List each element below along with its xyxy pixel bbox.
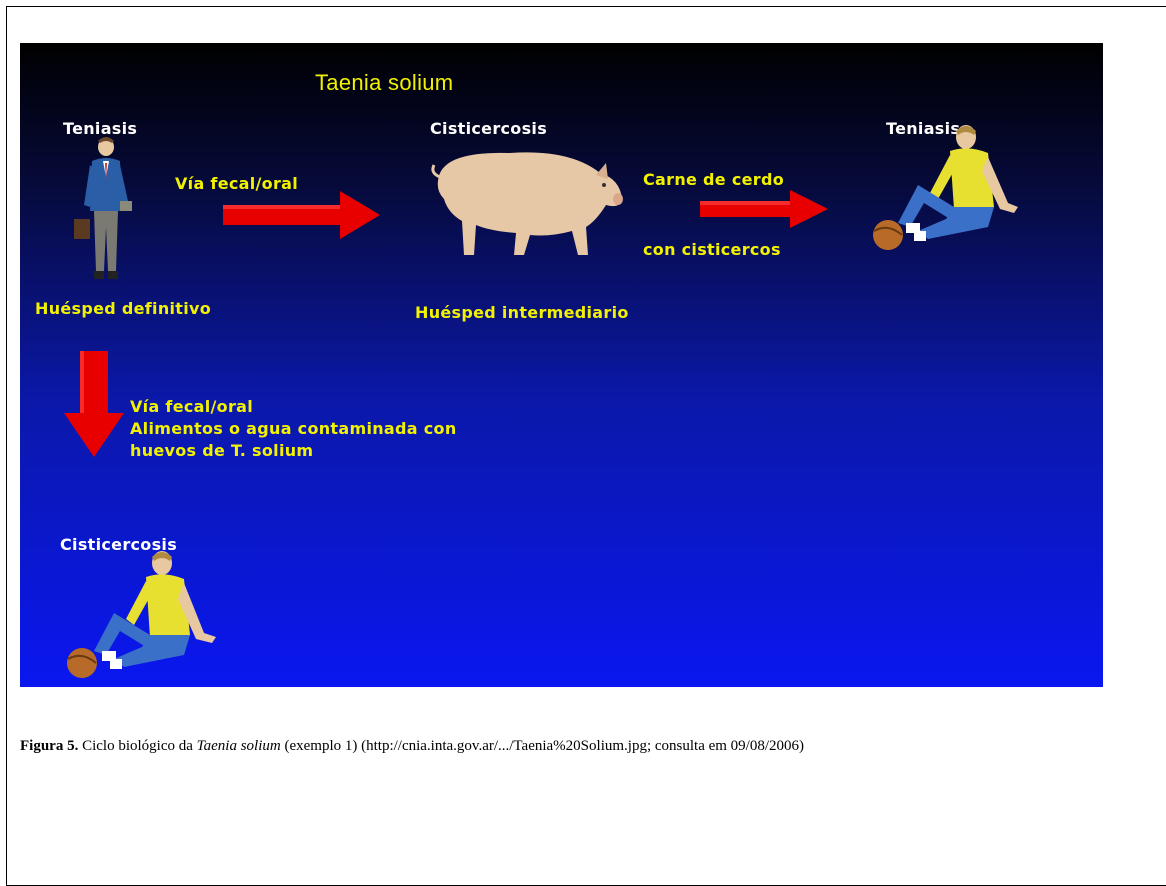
arrows-layer xyxy=(64,190,828,457)
caption-huesped-definitivo: Huésped definitivo xyxy=(35,299,212,318)
arrow-fecal-oral-right xyxy=(223,191,380,239)
edge-label-carne-line2: con cisticercos xyxy=(643,240,781,259)
edge-label-down-line3: huevos de T. solium xyxy=(130,441,314,460)
diagram-title: Taenia solium xyxy=(315,70,454,95)
caption-huesped-intermediario: Huésped intermediario xyxy=(415,303,629,322)
caption-species: Taenia solium xyxy=(196,738,281,754)
edge-label-down-line1: Vía fecal/oral xyxy=(130,397,254,416)
sitting-man-right-illustration xyxy=(873,125,1018,250)
arrow-carne-right xyxy=(700,190,828,228)
node-cisticercosis-pig: Cisticercosis xyxy=(430,119,548,138)
caption-text-before: Ciclo biológico da xyxy=(78,738,197,754)
node-teniasis-right: Teniasis xyxy=(886,119,961,138)
edge-label-down: Vía fecal/oral Alimentos o agua contamin… xyxy=(130,396,457,462)
sitting-man-bottom-illustration xyxy=(67,551,216,678)
man-in-suit-illustration xyxy=(74,137,132,279)
edge-label-fecal-oral-top: Vía fecal/oral xyxy=(175,174,299,193)
edge-label-carne-line1: Carne de cerdo xyxy=(643,170,784,189)
caption-text-after: (exemplo 1) (http://cnia.inta.gov.ar/...… xyxy=(280,738,805,754)
caption-label: Figura 5. xyxy=(20,738,79,754)
node-teniasis-left: Teniasis xyxy=(63,119,138,138)
life-cycle-diagram: Taenia solium Teniasis Cisticercosis Ten… xyxy=(20,43,1103,687)
node-cisticercosis-human: Cisticercosis xyxy=(60,535,178,554)
edge-label-down-line2: Alimentos o agua contaminada con xyxy=(130,419,457,438)
figure-caption: Figura 5. Ciclo biológico da Taenia soli… xyxy=(20,727,1160,765)
arrow-down xyxy=(64,351,124,457)
pig-illustration xyxy=(431,152,623,255)
